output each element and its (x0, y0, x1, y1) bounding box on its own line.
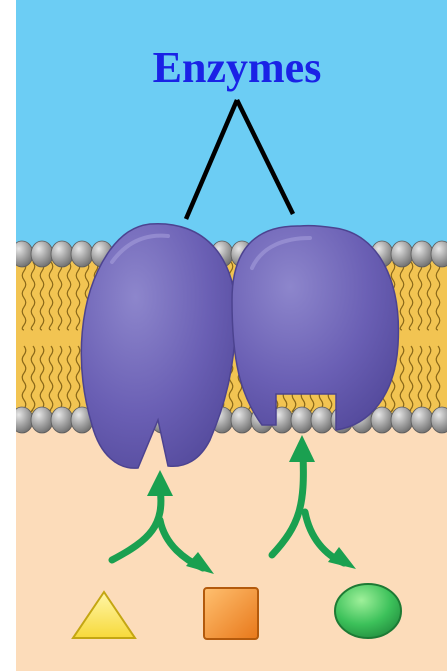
phospholipid-head (51, 407, 73, 433)
phospholipid-head (11, 407, 33, 433)
phospholipid-head (31, 407, 53, 433)
phospholipid-head (411, 407, 433, 433)
enzymes-label: Enzymes (153, 43, 322, 92)
oval-molecule (335, 584, 401, 638)
phospholipid-head (231, 407, 253, 433)
phospholipid-head (291, 407, 313, 433)
square-molecule (204, 588, 258, 639)
phospholipid-heads-inner (11, 407, 447, 433)
phospholipid-head (391, 407, 413, 433)
extracellular-fluid (16, 0, 447, 250)
phospholipid-head (311, 407, 333, 433)
phospholipid-head (31, 241, 53, 267)
phospholipid-head (391, 241, 413, 267)
phospholipid-head (371, 407, 393, 433)
phospholipid-head (411, 241, 433, 267)
phospholipid-head (11, 241, 33, 267)
phospholipid-head (51, 241, 73, 267)
phospholipid-head (71, 241, 93, 267)
